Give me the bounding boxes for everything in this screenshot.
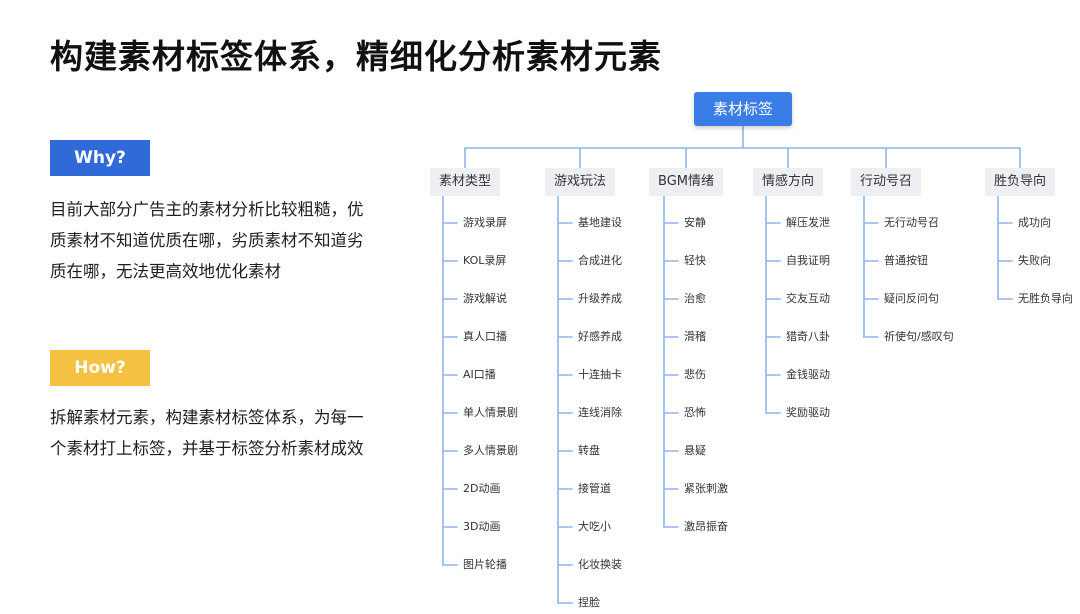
leaf-node: 成功向 <box>1018 216 1051 229</box>
leaf-node: 疑问反问句 <box>884 292 939 305</box>
leaf-node: 悲伤 <box>684 368 706 381</box>
category-node: 游戏玩法 <box>545 168 616 196</box>
why-text: 目前大部分广告主的素材分析比较粗糙，优 质素材不知道优质在哪，劣质素材不知道劣 … <box>50 194 410 287</box>
leaf-node: 化妆换装 <box>578 558 622 571</box>
why-badge: Why? <box>50 140 150 176</box>
leaf-node: KOL录屏 <box>463 254 507 267</box>
leaf-node: 紧张刺激 <box>684 482 728 495</box>
leaf-node: 猎奇八卦 <box>786 330 830 343</box>
leaf-node: 无胜负导向 <box>1018 292 1073 305</box>
how-text: 拆解素材元素，构建素材标签体系，为每一 个素材打上标签，并基于标签分析素材成效 <box>50 402 410 464</box>
leaf-node: 金钱驱动 <box>786 368 830 381</box>
leaf-node: 图片轮播 <box>463 558 507 571</box>
leaf-node: 恐怖 <box>684 406 706 419</box>
why-line: 质在哪，无法更高效地优化素材 <box>50 262 281 281</box>
category-node: 情感方向 <box>753 168 824 196</box>
leaf-node: 失败向 <box>1018 254 1051 267</box>
leaf-node: 游戏录屏 <box>463 216 507 229</box>
leaf-node: 基地建设 <box>578 216 622 229</box>
leaf-node: 交友互动 <box>786 292 830 305</box>
why-line: 质素材不知道优质在哪，劣质素材不知道劣 <box>50 231 364 250</box>
leaf-node: 治愈 <box>684 292 706 305</box>
leaf-node: 接管道 <box>578 482 611 495</box>
leaf-node: 普通按钮 <box>884 254 928 267</box>
how-line: 拆解素材元素，构建素材标签体系，为每一 <box>50 408 364 427</box>
leaf-node: 3D动画 <box>463 520 501 533</box>
leaf-node: 转盘 <box>578 444 600 457</box>
leaf-node: 游戏解说 <box>463 292 507 305</box>
leaf-node: 真人口播 <box>463 330 507 343</box>
leaf-node: 无行动号召 <box>884 216 939 229</box>
leaf-node: 滑稽 <box>684 330 706 343</box>
leaf-node: 好感养成 <box>578 330 622 343</box>
leaf-node: 多人情景剧 <box>463 444 518 457</box>
leaf-node: 升级养成 <box>578 292 622 305</box>
leaf-node: 自我证明 <box>786 254 830 267</box>
category-node: 素材类型 <box>430 168 501 196</box>
leaf-node: AI口播 <box>463 368 496 381</box>
leaf-node: 单人情景剧 <box>463 406 518 419</box>
category-node: 行动号召 <box>851 168 922 196</box>
how-line: 个素材打上标签，并基于标签分析素材成效 <box>50 439 364 458</box>
why-line: 目前大部分广告主的素材分析比较粗糙，优 <box>50 200 364 219</box>
leaf-node: 十连抽卡 <box>578 368 622 381</box>
leaf-node: 祈使句/感叹句 <box>884 330 954 343</box>
leaf-node: 大吃小 <box>578 520 611 533</box>
leaf-node: 解压发泄 <box>786 216 830 229</box>
tree-root: 素材标签 <box>694 92 792 126</box>
leaf-node: 奖励驱动 <box>786 406 830 419</box>
category-node: 胜负导向 <box>985 168 1056 196</box>
leaf-node: 捏脸 <box>578 596 600 609</box>
page-title: 构建素材标签体系，精细化分析素材元素 <box>50 37 662 76</box>
how-badge: How? <box>50 350 150 386</box>
leaf-node: 激昂振奋 <box>684 520 728 533</box>
leaf-node: 连线消除 <box>578 406 622 419</box>
leaf-node: 轻快 <box>684 254 706 267</box>
leaf-node: 合成进化 <box>578 254 622 267</box>
leaf-node: 安静 <box>684 216 706 229</box>
category-node: BGM情绪 <box>649 168 723 196</box>
leaf-node: 悬疑 <box>684 444 706 457</box>
leaf-node: 2D动画 <box>463 482 501 495</box>
